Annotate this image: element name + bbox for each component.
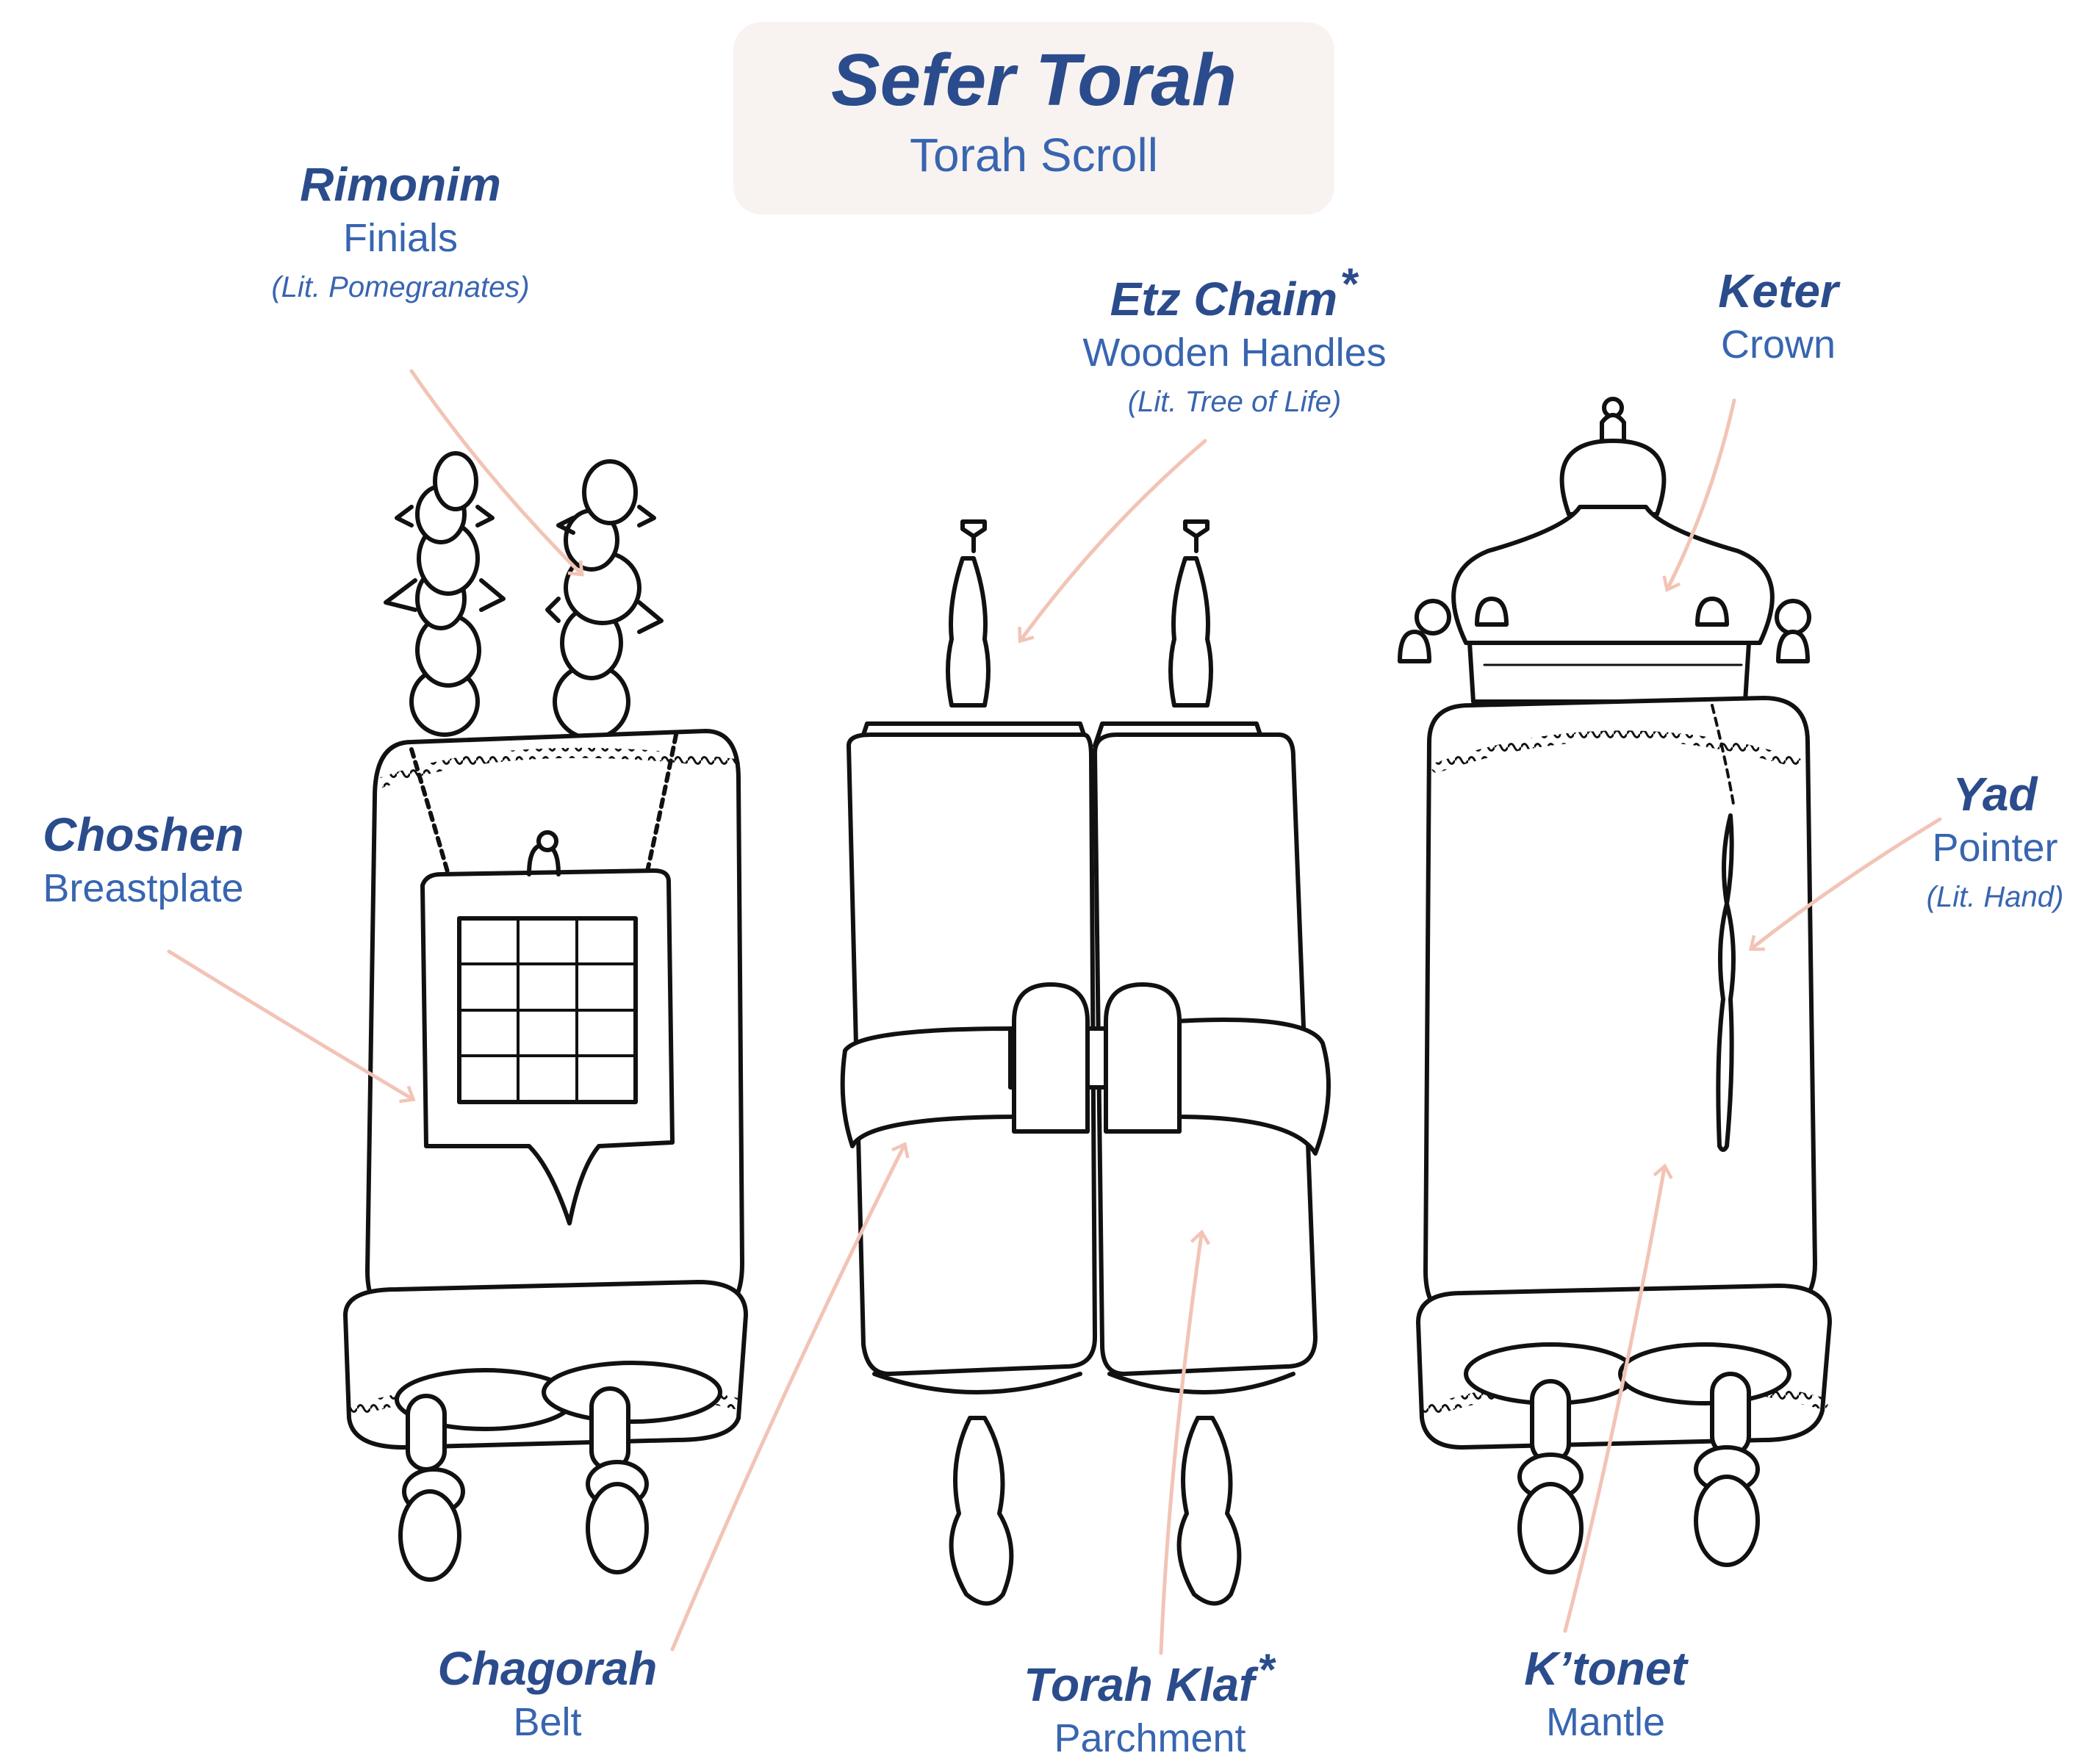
label-rimonim: Rimonim Finials (Lit. Pomegranates): [261, 158, 540, 311]
label-chagorah: Chagorah Belt: [426, 1642, 669, 1748]
label-ktonet-term: K’tonet: [1506, 1642, 1705, 1696]
label-etz-chaim-meaning: Wooden Handles: [1043, 327, 1426, 378]
title-box: Sefer Torah Torah Scroll: [733, 22, 1334, 215]
label-torah-klaf-asterisk: *: [1259, 1645, 1276, 1694]
label-torah-klaf-meaning: Parchment: [999, 1713, 1301, 1764]
label-yad-literal: (Lit. Hand): [1914, 874, 2076, 921]
label-torah-klaf: Torah Klaf* Parchment: [999, 1644, 1301, 1764]
label-rimonim-literal: (Lit. Pomegranates): [261, 264, 540, 311]
page-subtitle: Torah Scroll: [733, 123, 1334, 189]
label-etz-chaim: Etz Chaim* Wooden Handles (Lit. Tree of …: [1043, 259, 1426, 425]
label-keter-meaning: Crown: [1690, 319, 1866, 370]
label-etz-chaim-literal: (Lit. Tree of Life): [1043, 378, 1426, 425]
etz-chaim-top-icon: [948, 522, 1211, 705]
label-etz-chaim-term: Etz Chaim: [1110, 273, 1337, 325]
middle-scroll-with-belt: [843, 522, 1329, 1604]
label-choshen: Choshen Breastplate: [29, 808, 257, 914]
ktonet-mantle-icon: [1418, 698, 1830, 1572]
rimonim-right-icon: [547, 461, 661, 738]
page-title: Sefer Torah: [733, 38, 1334, 123]
label-choshen-term: Choshen: [29, 808, 257, 863]
right-scroll-with-crown: [1400, 399, 1830, 1572]
label-etz-chaim-asterisk: *: [1342, 259, 1359, 309]
label-ktonet-meaning: Mantle: [1506, 1696, 1705, 1748]
keter-crown-icon: [1400, 399, 1809, 702]
label-yad-term: Yad: [1914, 768, 2076, 822]
label-rimonim-term: Rimonim: [261, 158, 540, 212]
label-yad-meaning: Pointer: [1914, 822, 2076, 874]
label-keter: Keter Crown: [1690, 264, 1866, 370]
label-choshen-meaning: Breastplate: [29, 863, 257, 914]
label-chagorah-meaning: Belt: [426, 1696, 669, 1748]
left-scroll-with-breastplate: [345, 453, 746, 1580]
label-yad: Yad Pointer (Lit. Hand): [1914, 768, 2076, 921]
label-torah-klaf-term: Torah Klaf: [1024, 1658, 1254, 1711]
label-rimonim-meaning: Finials: [261, 212, 540, 264]
label-ktonet: K’tonet Mantle: [1506, 1642, 1705, 1748]
label-keter-term: Keter: [1690, 264, 1866, 319]
label-chagorah-term: Chagorah: [426, 1642, 669, 1696]
rimonim-left-icon: [386, 453, 503, 735]
